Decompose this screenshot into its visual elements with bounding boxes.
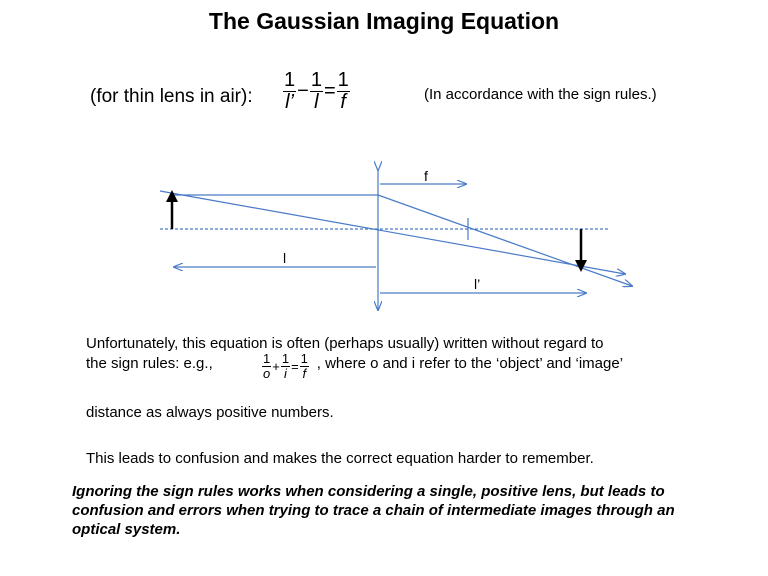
numerator: 1 [280,351,291,367]
page-title: The Gaussian Imaging Equation [208,8,560,34]
paragraph-confusion: This leads to confusion and makes the co… [86,450,594,467]
operator-minus: − [297,80,309,102]
paragraph-line: Unfortunately, this equation is often (p… [86,335,604,352]
label-f: f [424,168,428,184]
denominator: f [340,91,346,113]
numerator: 1 [299,351,309,367]
operator-equals: = [291,358,299,374]
paragraph-line: distance as always positive numbers. [86,404,334,421]
denominator: l’ [285,91,294,113]
paragraph-unfortunately: Unfortunately, this equation is often (p… [86,334,726,374]
label-lprime: l’ [474,276,480,292]
inline-text: , where o and i refer to the ‘object’ an… [316,355,624,372]
paragraph-line: the sign rules: e.g., , where o and i ref… [86,354,726,374]
operator-plus: + [272,358,280,374]
paragraph-ignoring-sign-rules: Ignoring the sign rules works when consi… [72,483,675,538]
numerator: 1 [262,351,272,367]
sign-rules-note: (In accordance with the sign rules.) [424,86,657,103]
ray-refracted [377,194,632,286]
inline-text: the sign rules: e.g., [86,355,213,372]
denominator: i [284,365,287,381]
equation-prefix: (for thin lens in air): [90,86,253,107]
numerator: 1 [283,69,297,92]
ray-chief [159,190,625,274]
denominator: l [314,91,319,113]
numerator: 1 [309,69,323,92]
denominator: f [302,365,307,381]
label-l: l [283,250,286,266]
denominator: o [263,365,271,381]
operator-equals: = [323,80,336,102]
numerator: 1 [336,69,350,92]
